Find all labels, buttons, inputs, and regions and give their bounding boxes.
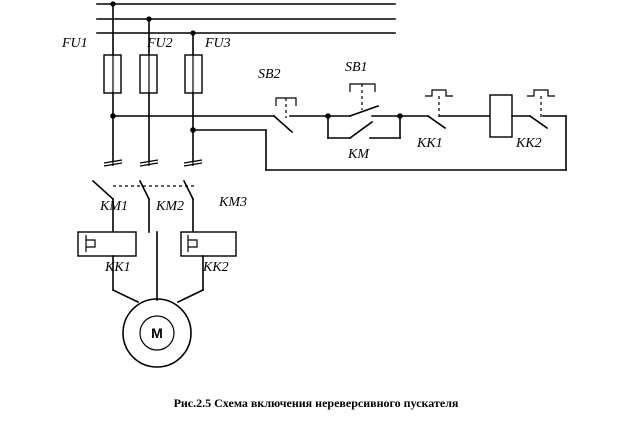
motor	[122, 298, 192, 368]
phase-lines	[110, 1, 196, 56]
terminal-marks	[103, 159, 203, 167]
control-circuit	[110, 83, 567, 171]
motor-leads	[111, 231, 205, 304]
figure-caption: Рис.2.5 Схема включения нереверсивного п…	[174, 396, 459, 410]
fuse-fu3	[184, 54, 203, 94]
label-km1: KM1	[99, 199, 128, 214]
label-fu3: FU3	[204, 36, 231, 51]
supply-buses	[96, 3, 396, 34]
label-fu1: FU1	[61, 36, 88, 51]
label-sb2: SB2	[258, 67, 281, 82]
thermal-relay-kk2	[180, 231, 237, 257]
label-km-selfhold: KM	[347, 147, 370, 162]
fuse-fu2	[139, 54, 158, 94]
label-fu2: FU2	[146, 36, 173, 51]
label-sb1: SB1	[345, 60, 368, 75]
label-km2: KM2	[155, 199, 184, 214]
fuse-fu1	[103, 54, 122, 94]
km-coil	[489, 94, 513, 138]
label-kk1-control: KK1	[416, 136, 443, 151]
main-contacts	[91, 179, 196, 233]
label-motor: M	[151, 325, 163, 341]
phase-lines-lower	[112, 92, 194, 161]
label-kk2-control: KK2	[515, 136, 542, 151]
label-kk2-power: KK2	[202, 260, 229, 275]
label-km3: KM3	[218, 195, 247, 210]
thermal-relay-kk1	[77, 231, 137, 257]
label-kk1-power: KK1	[104, 260, 131, 275]
